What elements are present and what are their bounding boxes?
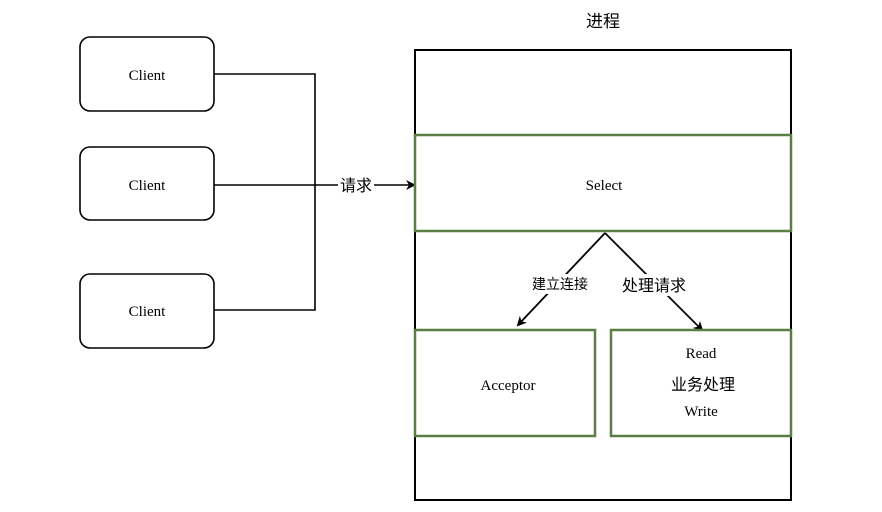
handler-write-label: Write [684,404,718,420]
request-label: 请求 [340,177,372,195]
acceptor-label: Acceptor [481,378,536,394]
handle-request-label: 处理请求 [622,277,686,295]
select-node: Select [413,133,793,233]
client-connector-line [214,73,316,311]
client-label: Client [129,304,166,320]
client-label: Client [129,178,166,194]
client-box [79,273,215,349]
select-label: Select [586,178,623,194]
handler-business-label: 业务处理 [671,376,735,394]
process-title: 进程 [586,12,620,31]
client-node-1: Client [79,36,215,112]
establish-connection-label-bg [528,274,592,294]
client-node-3: Client [79,273,215,349]
acceptor-box [413,328,597,438]
handle-request-label-bg [616,274,692,296]
acceptor-node: Acceptor [413,328,597,438]
establish-connection-label: 建立连接 [532,276,588,293]
client-node-2: Client [79,146,215,221]
select-box [413,133,793,233]
client-label: Client [129,68,166,84]
client-box [79,146,215,221]
handler-node: Read 业务处理 Write [609,328,793,438]
handler-box [609,328,793,438]
handler-read-label: Read [686,346,717,362]
